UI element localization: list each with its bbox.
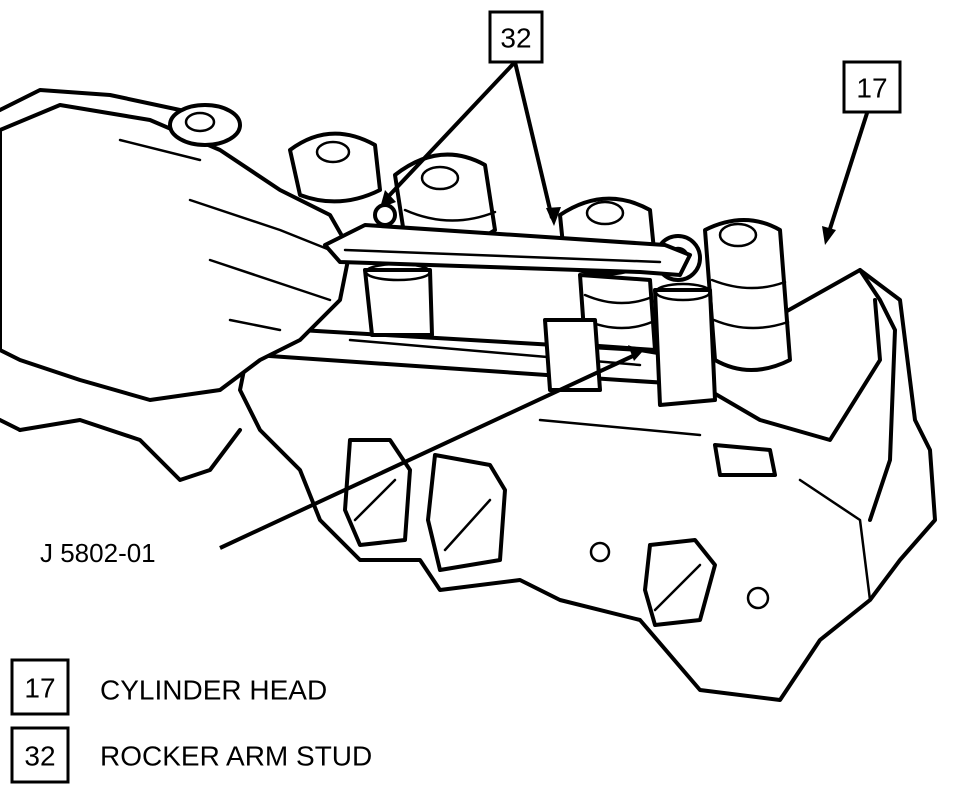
legend: 17 CYLINDER HEAD 32 ROCKER ARM STUD (10, 658, 372, 784)
legend-text-32: ROCKER ARM STUD (100, 741, 372, 772)
callout-32-label: 32 (500, 23, 531, 54)
legend-item-17: 17 CYLINDER HEAD (10, 658, 327, 716)
callout-17: 17 (842, 60, 902, 114)
hand (0, 88, 352, 402)
tool-bar (323, 203, 692, 277)
callout-17-label: 17 (856, 73, 887, 104)
legend-item-32: 32 ROCKER ARM STUD (10, 726, 372, 784)
legend-num-32: 32 (24, 741, 55, 772)
tool-label: J 5802-01 (40, 538, 156, 568)
legend-text-17: CYLINDER HEAD (100, 675, 327, 706)
cylinder-head (0, 268, 937, 702)
callout-32: 32 (488, 10, 544, 64)
leader-lines (219, 60, 870, 550)
legend-num-17: 17 (24, 673, 55, 704)
